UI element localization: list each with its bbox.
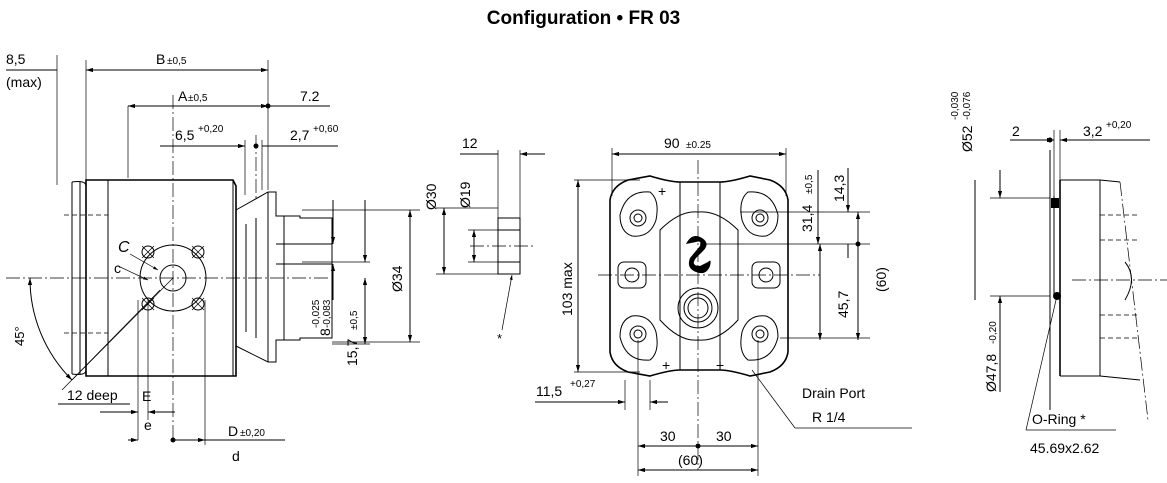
- dim-7-2: 7.2: [300, 88, 320, 104]
- plus-mark: +: [662, 357, 670, 373]
- dim-30-left: 30: [660, 428, 676, 444]
- dim-d: D: [228, 423, 238, 439]
- dim-30-right: 30: [716, 428, 732, 444]
- tol-31-4: ±0,5: [804, 174, 815, 194]
- oring-label: O-Ring *: [1032, 411, 1086, 427]
- tol-b: ±0,5: [167, 56, 187, 67]
- tol-a: ±0,5: [188, 93, 208, 104]
- side-view: 8,5 (max) B ±0,5 A ±0,5 7.2 6,5 +0,20 2,…: [6, 51, 420, 464]
- dim-11-5: 11,5: [536, 383, 562, 399]
- tol-2-7: +0,60: [313, 124, 339, 135]
- hatch-top: [497, 217, 521, 231]
- tol-o47-8: -0,20: [988, 321, 999, 344]
- tol-11-5: +0,27: [570, 379, 596, 390]
- oring-section-bottom: [1053, 292, 1061, 300]
- tol-o52-upper: -0,030: [950, 91, 961, 120]
- bolt-hole: [141, 245, 205, 311]
- tol-8-upper: -0,025: [311, 299, 322, 328]
- hatch-bottom: [497, 261, 521, 275]
- dim-15-7: 15,7: [344, 339, 360, 366]
- tol-8-lower: -0,083: [322, 299, 333, 328]
- tol-15-7: ±0,5: [349, 310, 360, 330]
- oring-size: 45.69x2.62: [1030, 440, 1099, 456]
- dim-60-vertical: (60): [873, 267, 889, 292]
- dim-b: B: [156, 51, 165, 67]
- drawing-title: Configuration • FR 03: [486, 8, 681, 29]
- dim-12: 12: [462, 135, 478, 151]
- dim-o47-8: Ø47,8: [983, 354, 999, 392]
- plus-mark: +: [658, 183, 666, 199]
- dim-3-2: 3,2: [1083, 123, 1103, 139]
- angle-45: 45°: [12, 326, 27, 346]
- tol-90: ±0.25: [686, 140, 711, 151]
- drain-port-size: R 1/4: [812, 409, 846, 425]
- rear-view: Ø52 -0,030 -0,076 2 3,2 +0,20 Ø47,8 -0,2…: [950, 91, 1167, 456]
- flange-section: 12 Ø30 Ø19 *: [423, 135, 545, 346]
- dim-60-horizontal: (60): [678, 452, 703, 468]
- tol-d: ±0,20: [240, 428, 265, 439]
- mount-lobes: [619, 191, 779, 361]
- label-12-deep: 12 deep: [67, 387, 118, 403]
- plus-mark: +: [716, 357, 724, 373]
- dim-2: 2: [1012, 123, 1020, 139]
- note-star: *: [497, 331, 502, 346]
- tol-3-2: +0,20: [1106, 120, 1132, 131]
- label-c-upper: C: [118, 239, 130, 256]
- oring-section-top: [1051, 198, 1059, 208]
- pump-body-outline: [85, 179, 237, 377]
- tol-6-5: +0,20: [198, 124, 224, 135]
- dim-max: (max): [6, 74, 42, 90]
- dim-31-4: 31,4: [799, 205, 815, 232]
- dim-6-5: 6,5: [175, 127, 195, 143]
- dim-14-3: 14,3: [831, 175, 847, 202]
- dim-103-max: 103 max: [559, 262, 575, 316]
- label-d: d: [232, 448, 240, 464]
- dim-o19: Ø19: [457, 181, 473, 208]
- dim-8: 8: [317, 328, 333, 336]
- tol-o52-lower: -0,076: [962, 91, 973, 120]
- dim-8-5: 8,5: [6, 51, 26, 67]
- dim-90: 90: [664, 135, 680, 151]
- drain-port-label: Drain Port: [802, 385, 865, 401]
- dim-a: A: [178, 88, 188, 104]
- dim-o34: Ø34: [389, 265, 405, 292]
- dim-o52: Ø52: [959, 125, 975, 152]
- label-c-lower: c: [114, 260, 121, 276]
- center-cover: [659, 211, 739, 341]
- dim-45-7: 45,7: [835, 291, 851, 318]
- dim-2-7: 2,7: [290, 127, 310, 143]
- front-view: + + + 90 ±0.25: [535, 135, 912, 476]
- shaft-flange: [235, 191, 333, 363]
- label-e-lower: e: [144, 417, 152, 433]
- front-body-outline: [609, 175, 789, 377]
- label-e-upper: E: [142, 388, 151, 404]
- dim-o30: Ø30: [423, 183, 439, 210]
